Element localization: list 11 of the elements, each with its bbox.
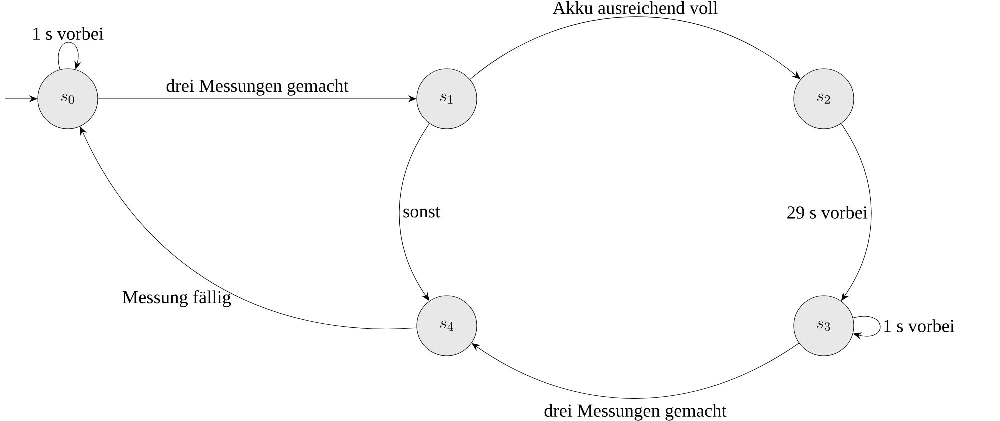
arrow [58,42,82,70]
edge-label: 1 s vorbei [34,27,104,40]
edge-label: sonst [404,207,440,218]
edge-label: drei Messungen gemacht [544,404,727,421]
edge-label: Akku ausreichend voll [552,1,718,14]
edge-label: 29 s vorbei [788,206,868,219]
edge-label: drei Messungen gemacht [166,79,349,96]
arrow [470,16,801,80]
edge-label: 1 s vorbei [884,320,955,332]
arrow [852,316,881,340]
edge-label: Messung fällig [122,290,232,308]
